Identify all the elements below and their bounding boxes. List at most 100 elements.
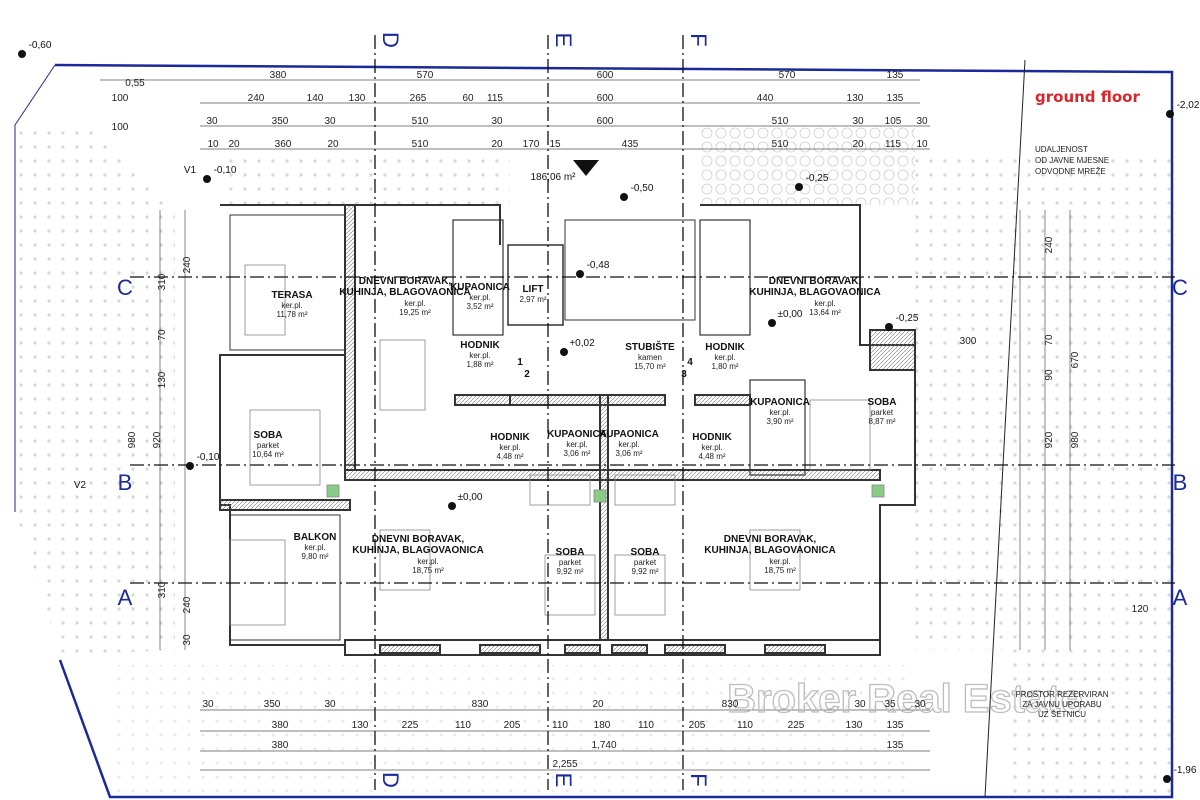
dimension-label: 110: [455, 720, 471, 731]
room-finish: ker.pl.: [281, 301, 302, 310]
room-name: KUPAONICA: [547, 429, 607, 440]
dimension-label: 110: [638, 720, 654, 731]
room-finish: ker.pl.: [714, 353, 735, 362]
dimension-label: 600: [597, 70, 614, 81]
room-finish: ker.pl.: [566, 440, 587, 449]
section-mark: 3: [681, 369, 687, 380]
dimension-label: 140: [307, 93, 324, 104]
grid-axis-label: D: [378, 772, 403, 788]
dimension-label: 100: [112, 93, 129, 104]
dimension-label: 135: [887, 70, 904, 81]
dimension-label: 110: [552, 720, 568, 731]
dimension-label: 130: [847, 93, 864, 104]
level-marker-icon: [203, 175, 211, 183]
level-mark: -0,60: [29, 40, 52, 51]
room-area: 3,52 m²: [466, 302, 493, 311]
dimension-label: 30: [182, 634, 193, 646]
room-area: 9,80 m²: [301, 552, 328, 561]
dimension-label: 1,740: [591, 740, 616, 751]
dimension-label: 20: [852, 139, 864, 150]
drawing-title: ground floor: [1035, 88, 1140, 106]
dimension-label: 980: [1070, 431, 1081, 448]
dimension-label: 2,255: [552, 759, 577, 770]
room-name: DNEVNI BORAVAK,KUHINJA, BLAGOVAONICA: [704, 534, 835, 556]
gross-area: 186,06 m²: [530, 172, 576, 183]
level-mark: -0,10: [214, 165, 237, 176]
dimension-label: 30: [852, 116, 864, 127]
room-area: 19,25 m²: [399, 308, 431, 317]
room-finish: ker.pl.: [469, 293, 490, 302]
dimension-label: 0,55: [125, 78, 145, 89]
room-finish: parket: [634, 558, 657, 567]
dimension-label: 100: [112, 122, 129, 133]
section-mark: 4: [687, 357, 693, 368]
dimension-label: 105: [885, 116, 902, 127]
grid-axes: [130, 35, 1175, 790]
reserved-area-note: UZ ŠETNICU: [1038, 710, 1086, 719]
dimension-label: 380: [272, 740, 289, 751]
drainage-distance-note: ODVODNE MREŽE: [1035, 167, 1106, 176]
grid-axis-label: E: [551, 33, 576, 48]
dimension-label: 435: [622, 139, 639, 150]
level-mark: -0,10: [197, 452, 220, 463]
room-area: 2,97 m²: [519, 295, 546, 304]
room-name: HODNIK: [490, 432, 530, 443]
room-name: SOBA: [868, 397, 897, 408]
level-marker-icon: [448, 502, 456, 510]
level-marker-icon: [768, 319, 776, 327]
room-area: 15,70 m²: [634, 362, 666, 371]
dimension-label: 130: [352, 720, 369, 731]
dimension-label: 30: [202, 699, 214, 710]
level-marker-icon: [795, 183, 803, 191]
dimension-lines: [100, 79, 1071, 771]
dimension-label: 10: [916, 139, 928, 150]
dimension-label: 15: [549, 139, 561, 150]
level-mark: +0,02: [569, 338, 595, 349]
room-name: LIFT: [522, 284, 543, 295]
room-finish: parket: [559, 558, 582, 567]
room-name: HODNIK: [460, 340, 500, 351]
room-area: 1,88 m²: [466, 360, 493, 369]
room-finish: parket: [871, 408, 894, 417]
room-name: KUPAONICA: [750, 397, 810, 408]
dimension-label: 920: [152, 431, 163, 448]
dimension-label: 70: [157, 329, 168, 341]
dimension-label: 130: [349, 93, 366, 104]
room-name: SOBA: [556, 547, 585, 558]
room-finish: ker.pl.: [417, 557, 438, 566]
dimension-label: 135: [887, 720, 904, 731]
room-name: HODNIK: [692, 432, 732, 443]
dimension-label: 600: [597, 116, 614, 127]
room-area: 18,75 m²: [764, 566, 796, 575]
room-finish: kamen: [638, 353, 662, 362]
dimension-label: 30: [491, 116, 503, 127]
dimension-label: 980: [127, 431, 138, 448]
dimension-label: 830: [472, 699, 489, 710]
room-finish: ker.pl.: [618, 440, 639, 449]
dimension-label: 440: [757, 93, 774, 104]
dimension-label: 380: [270, 70, 287, 81]
room-area: 9,92 m²: [556, 567, 583, 576]
site-label: V1: [184, 165, 197, 176]
dimension-label: 240: [1044, 236, 1055, 253]
dimension-label: 225: [402, 720, 419, 731]
room-name: HODNIK: [705, 342, 745, 353]
dimension-label: 180: [594, 720, 611, 731]
room-name: STUBIŠTE: [625, 340, 675, 353]
grid-axis-label: C: [117, 275, 133, 300]
grid-axis-label: F: [686, 33, 711, 46]
room-name: DNEVNI BORAVAK,KUHINJA, BLAGOVAONICA: [749, 276, 880, 298]
dimension-label: 240: [248, 93, 265, 104]
dimension-label: 70: [1044, 334, 1055, 346]
dimension-label: 110: [737, 720, 753, 731]
dimension-label: 510: [772, 116, 789, 127]
section-mark: 2: [524, 369, 530, 380]
dimension-label: 360: [275, 139, 292, 150]
level-marker-icon: [885, 323, 893, 331]
dimension-label: 570: [417, 70, 434, 81]
dimension-label: 10: [207, 139, 219, 150]
room-area: 11,78 m²: [277, 310, 308, 319]
dimension-label: 90: [1044, 369, 1055, 381]
dimension-label: 120: [1132, 604, 1149, 615]
site-ground: [15, 125, 1172, 795]
